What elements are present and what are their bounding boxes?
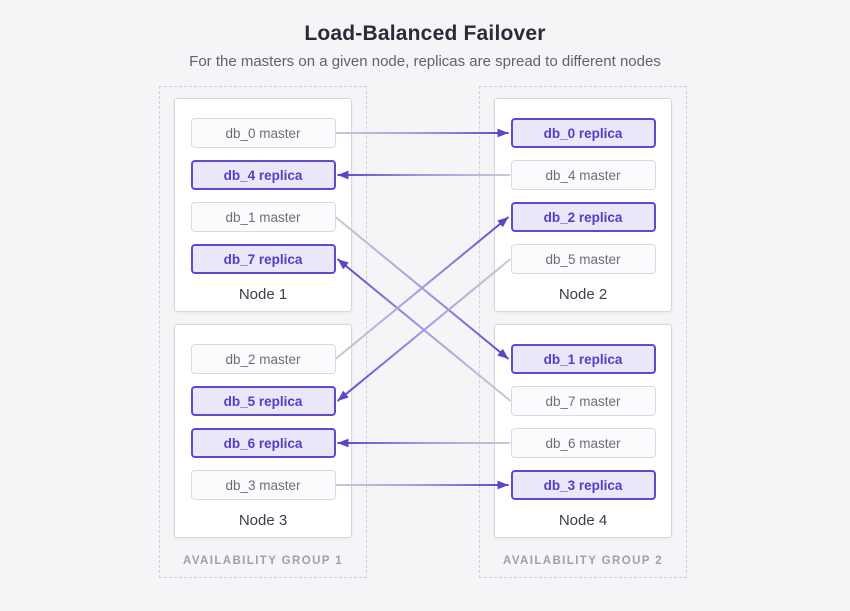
node-label-node-3: Node 3: [238, 512, 288, 529]
node-label-node-1: Node 1: [238, 286, 288, 303]
db-item-db_4-replica: db_4 replica: [190, 160, 336, 190]
db-item-label: db_1 master: [225, 209, 301, 225]
db-item-db_0-master: db_0 master: [190, 118, 336, 148]
db-item-label: db_3 replica: [543, 477, 623, 493]
db-item-db_5-master: db_5 master: [510, 244, 656, 274]
db-item-db_1-replica: db_1 replica: [510, 344, 656, 374]
db-item-db_7-replica: db_7 replica: [190, 244, 336, 274]
node-card-node-4: db_1 replica db_7 master db_6 master db_3 r…: [494, 324, 672, 538]
page-title: Load-Balanced Failover: [304, 22, 546, 45]
db-item-label: db_2 master: [225, 351, 301, 367]
db-item-db_1-master: db_1 master: [190, 202, 336, 232]
db-item-label: db_1 replica: [543, 351, 623, 367]
availability-group-1-label: AVAILABILITY GROUP 1: [182, 555, 344, 567]
node-card-node-3: db_2 master db_5 replica db_6 replica db_3 …: [174, 324, 352, 538]
node-label-node-4: Node 4: [558, 512, 608, 529]
db-item-label: db_0 master: [225, 125, 301, 141]
node-card-node-1: db_0 master db_4 replica db_1 master db_7 r…: [174, 98, 352, 312]
db-item-label: db_6 master: [545, 435, 621, 451]
node-label-node-2: Node 2: [558, 286, 608, 303]
db-item-db_7-master: db_7 master: [510, 386, 656, 416]
db-item-label: db_6 replica: [223, 435, 303, 451]
db-item-label: db_3 master: [225, 477, 301, 493]
db-item-label: db_2 replica: [543, 209, 623, 225]
availability-group-2-label: AVAILABILITY GROUP 2: [502, 555, 664, 567]
db-item-label: db_7 master: [545, 393, 621, 409]
node-card-node-2: db_0 replica db_4 master db_2 replica db_5 …: [494, 98, 672, 312]
db-item-db_3-replica: db_3 replica: [510, 470, 656, 500]
db-item-db_2-master: db_2 master: [190, 344, 336, 374]
db-item-db_6-master: db_6 master: [510, 428, 656, 458]
page-subtitle: For the masters on a given node, replica…: [189, 53, 661, 70]
db-item-db_4-master: db_4 master: [510, 160, 656, 190]
db-item-label: db_5 master: [545, 251, 621, 267]
db-item-label: db_4 master: [545, 167, 621, 183]
db-item-db_6-replica: db_6 replica: [190, 428, 336, 458]
db-item-db_5-replica: db_5 replica: [190, 386, 336, 416]
db-item-label: db_7 replica: [223, 251, 303, 267]
db-item-db_3-master: db_3 master: [190, 470, 336, 500]
db-item-db_0-replica: db_0 replica: [510, 118, 656, 148]
db-item-label: db_0 replica: [543, 125, 623, 141]
db-item-label: db_4 replica: [223, 167, 303, 183]
db-item-db_2-replica: db_2 replica: [510, 202, 656, 232]
availability-group-2: db_0 replica db_4 master db_2 replica db_5 …: [479, 86, 687, 578]
db-item-label: db_5 replica: [223, 393, 303, 409]
availability-group-1: db_0 master db_4 replica db_1 master db_7 r…: [159, 86, 367, 578]
diagram-header: Load-Balanced Failover For the masters o…: [0, 22, 850, 70]
